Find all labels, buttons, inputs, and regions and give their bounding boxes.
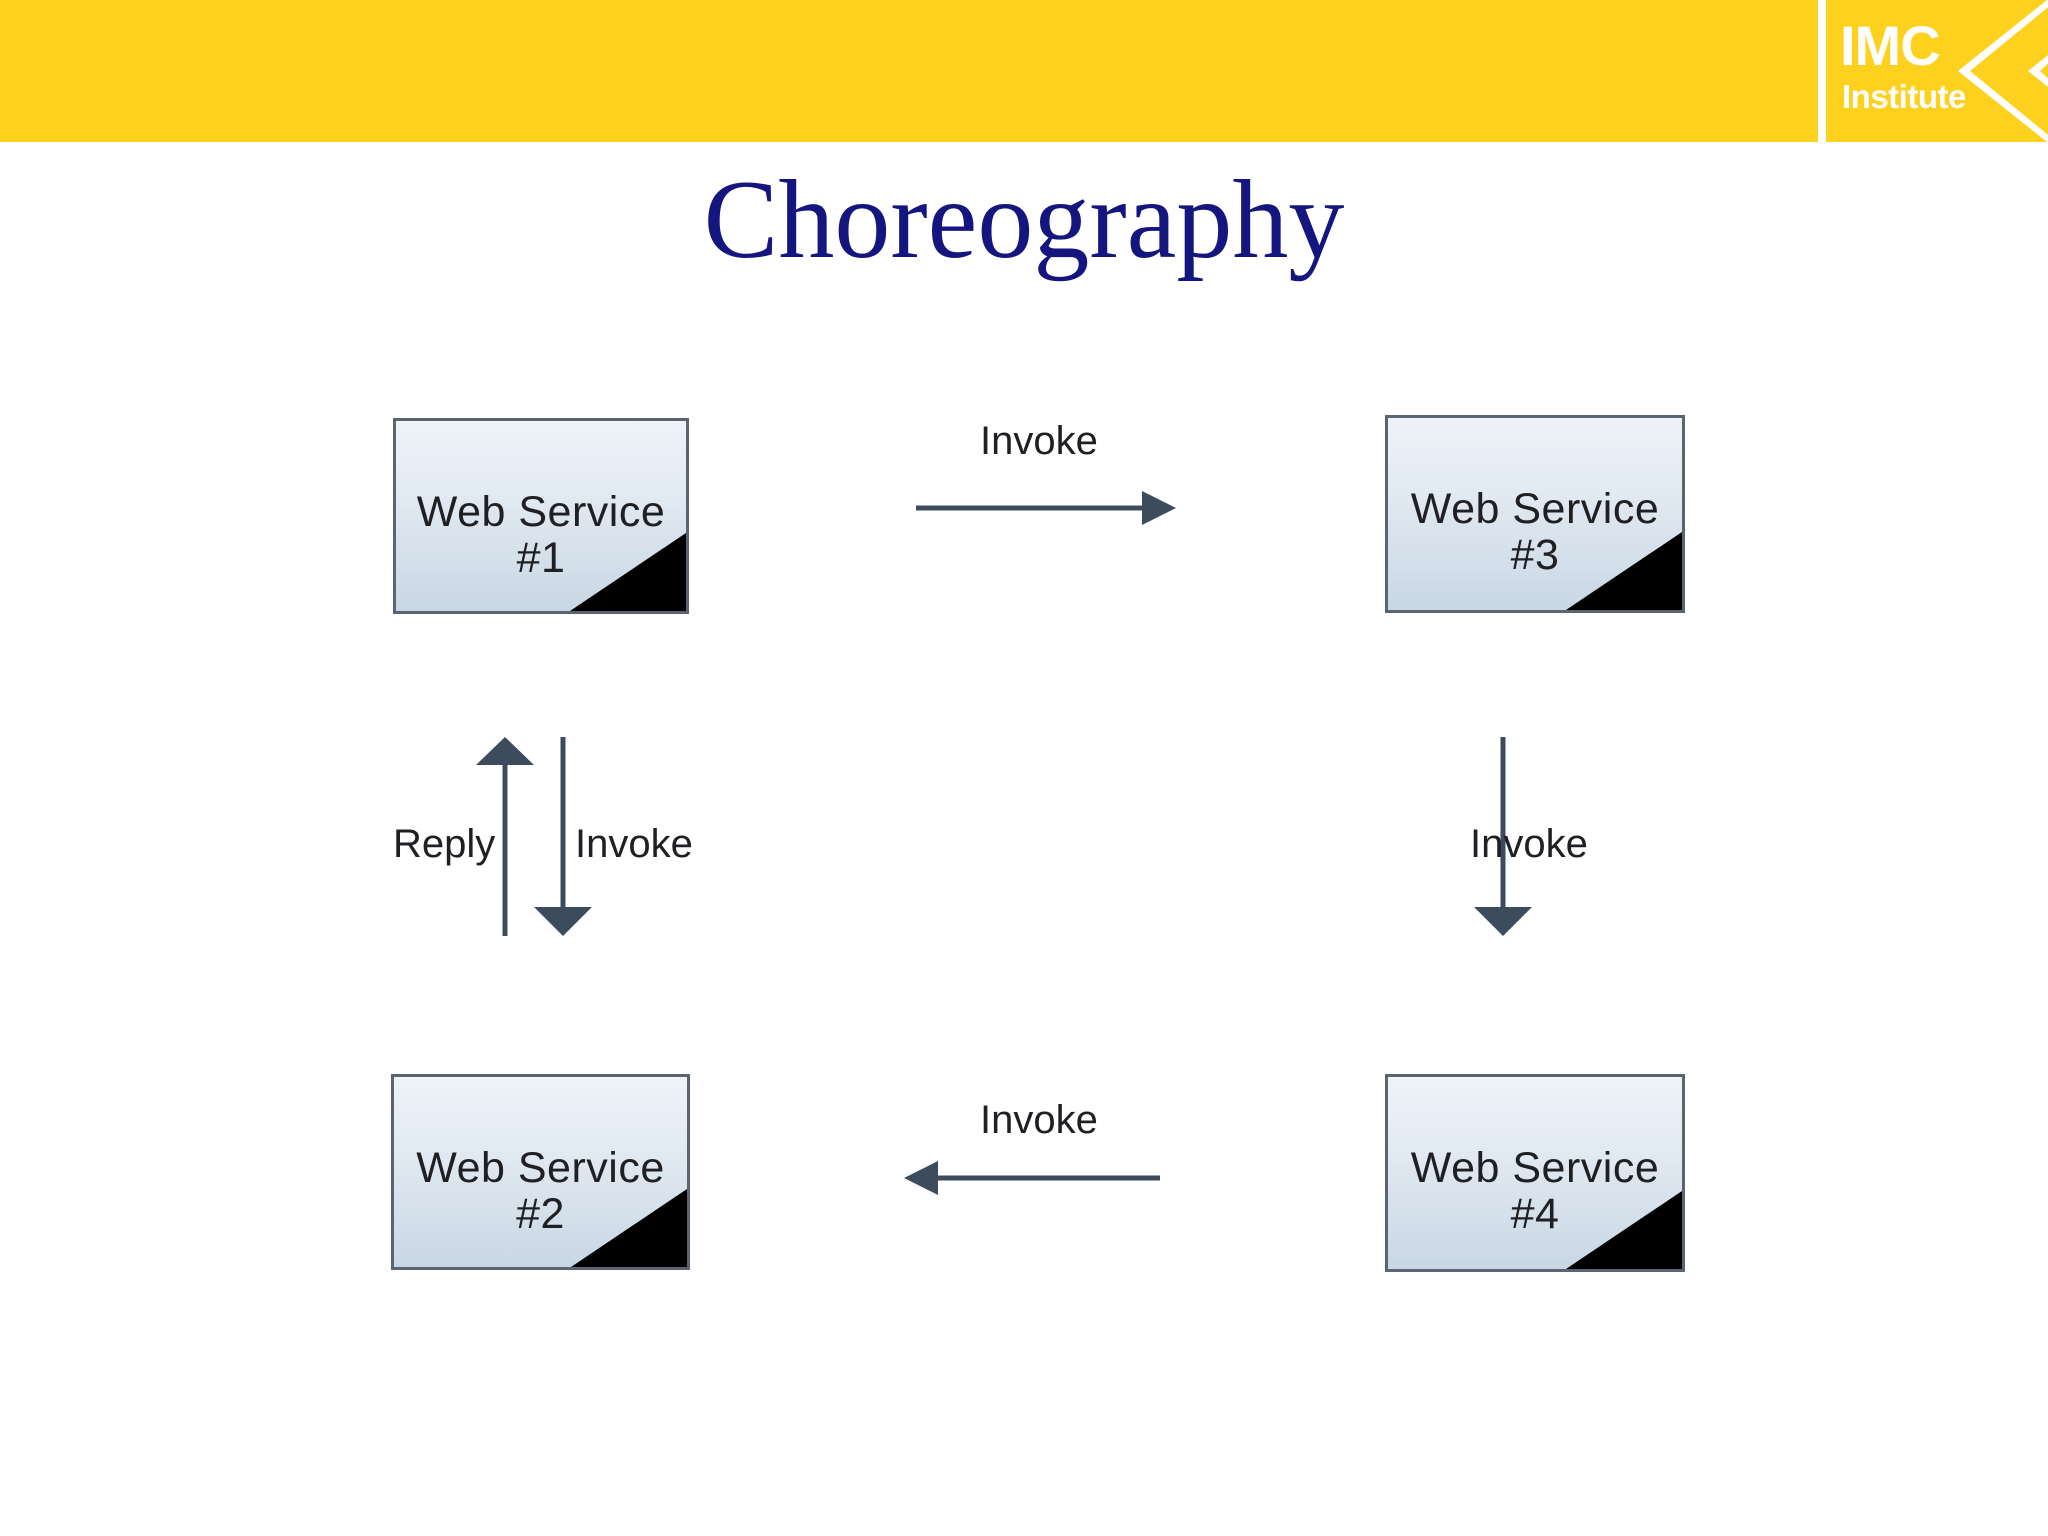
chevron-left-icon bbox=[1958, 0, 2048, 142]
connector-label-ws2-to-ws1: Reply bbox=[393, 822, 496, 866]
page-title: Choreography bbox=[703, 158, 1345, 282]
folded-corner-icon bbox=[571, 1189, 687, 1267]
service-box-ws4[interactable]: Web Service #4 bbox=[1385, 1074, 1685, 1272]
imc-institute-logo: IMC Institute bbox=[1826, 0, 2048, 142]
service-box-label: Web Service #4 bbox=[1410, 1144, 1660, 1238]
connector-ws4-to-ws2 bbox=[904, 1161, 1160, 1195]
service-box-label: Web Service #2 bbox=[416, 1144, 665, 1238]
folded-corner-icon bbox=[1566, 532, 1682, 610]
connector-label-ws3-to-ws4: Invoke bbox=[1470, 822, 1588, 866]
service-box-ws1[interactable]: Web Service #1 bbox=[393, 418, 689, 614]
connector-label-ws1-to-ws2: Invoke bbox=[575, 822, 693, 866]
service-box-label: Web Service #3 bbox=[1410, 485, 1660, 579]
connector-label-ws4-to-ws2: Invoke bbox=[980, 1098, 1098, 1142]
connector-label-ws1-to-ws3: Invoke bbox=[980, 419, 1098, 463]
header-bar bbox=[0, 0, 1818, 142]
logo-primary-text: IMC bbox=[1840, 14, 1941, 77]
logo-secondary-text: Institute bbox=[1842, 78, 1966, 115]
service-box-ws2[interactable]: Web Service #2 bbox=[391, 1074, 690, 1270]
folded-corner-icon bbox=[570, 533, 686, 611]
connector-ws1-to-ws3 bbox=[916, 491, 1176, 525]
service-box-ws3[interactable]: Web Service #3 bbox=[1385, 415, 1685, 613]
service-box-label: Web Service #1 bbox=[416, 488, 666, 582]
folded-corner-icon bbox=[1566, 1191, 1682, 1269]
